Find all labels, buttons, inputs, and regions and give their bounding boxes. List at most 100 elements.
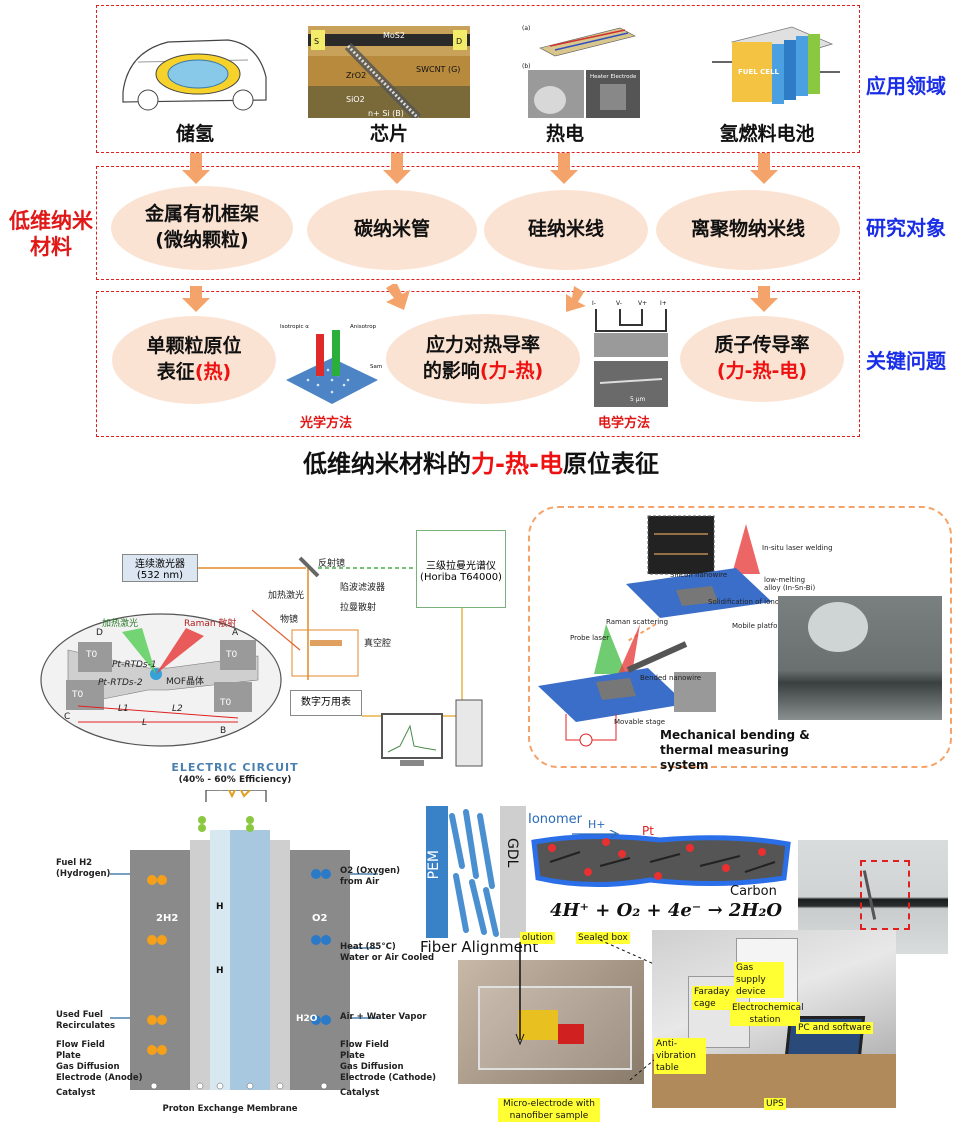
application-row-box	[96, 5, 860, 153]
computer-image	[381, 699, 483, 767]
pem-label: PEM	[426, 850, 442, 880]
laser-box: 连续激光器(532 nm)	[122, 554, 198, 582]
fc-h-label-2: H	[216, 966, 224, 976]
fc-h-label-1: H	[216, 902, 224, 912]
bending-label-nanowire: Silicon nanowire	[670, 571, 728, 579]
optical-method-image: Isotropic α Anisotrop Sam	[280, 324, 382, 404]
bending-label-raman: Raman scattering	[606, 618, 669, 626]
svg-text:Sam: Sam	[370, 364, 382, 370]
key-issue-row-box	[96, 291, 860, 437]
bending-photo	[778, 596, 942, 720]
electrical-method-image: I- V- V+ I+ 5 μm	[590, 297, 672, 409]
label-faraday: Faraday cage	[692, 986, 736, 1010]
research-row-box	[96, 166, 860, 280]
circuit-efficiency: (40% - 60% Efficiency)	[178, 775, 292, 785]
research-object-mof: 金属有机框架(微纳颗粒)	[111, 186, 293, 270]
application-label-fuel-cell: 氢燃料电池	[719, 123, 815, 145]
svg-text:Anisotrop: Anisotrop	[350, 324, 377, 330]
key-issue-single-particle: 单颗粒原位表征(热)	[112, 316, 276, 404]
circuit-title: ELECTRIC CIRCUIT	[171, 761, 299, 774]
sample-disk-image	[40, 613, 282, 747]
fuel-cell-diagram	[110, 790, 378, 1090]
label-anti-vibration: Anti-vibration table	[654, 1038, 706, 1074]
t0-label-1: T0	[86, 650, 98, 660]
rtd1-label: Pt-RTDs-1	[112, 660, 157, 670]
carbon-label: Carbon	[730, 884, 777, 899]
pt-label: Pt	[642, 824, 654, 838]
multimeter-box: 数字万用表	[290, 690, 362, 716]
thermoelectric-image: (a) (b) Heater Electrode	[522, 25, 640, 118]
bending-label-probe: Probe laser	[570, 634, 610, 642]
bending-label-alloy: low-melting alloy (In-Sn-Bi)	[764, 576, 816, 592]
label-gas-supply: Gas supply device	[734, 962, 784, 998]
corner-a-label: A	[232, 628, 239, 638]
fc-bottom-label: Proton Exchange Membrane	[162, 1104, 298, 1114]
corner-b-label: B	[220, 726, 227, 736]
l-label: L	[142, 718, 148, 728]
svg-text:Heater Electrode: Heater Electrode	[590, 74, 637, 80]
reaction-equation: 4H⁺ + O₂ + 4e⁻ → 2H₂O	[550, 900, 783, 921]
mof-label: MOF晶体	[166, 677, 205, 687]
ionomer-label: Ionomer	[528, 812, 582, 827]
ionomer-fiber-image	[531, 833, 791, 888]
svg-text:n+ Si (B): n+ Si (B)	[368, 109, 404, 118]
svg-text:SiO2: SiO2	[346, 95, 365, 104]
svg-text:5 μm: 5 μm	[630, 396, 646, 403]
flow-arrows-row1	[182, 153, 778, 184]
t0-label-3: T0	[72, 690, 84, 700]
photo-connectors	[515, 939, 655, 1081]
row-label-application: 应用领域	[866, 74, 946, 98]
flow-arrows-row2	[182, 284, 778, 312]
filter-label: 陷波滤波器	[340, 583, 386, 593]
side-label: 低维纳米 材料	[9, 209, 93, 259]
fiber-alignment-image	[426, 806, 526, 938]
bending-label-stage: Movable stage	[614, 718, 666, 726]
fc-right-label-heat: Heat (85°C)Water or Air Cooled	[340, 942, 435, 963]
fiber-alignment-label: Fiber Alignment	[420, 938, 539, 956]
row-label-key-issue: 关键问题	[866, 349, 946, 373]
t0-label-4: T0	[220, 698, 232, 708]
svg-text:SWCNT (G): SWCNT (G)	[416, 65, 460, 74]
research-object-cnt: 碳纳米管	[307, 190, 477, 270]
label-solution: olution	[520, 932, 555, 944]
main-title: 低维纳米材料的力-热-电原位表征	[303, 450, 659, 478]
bending-label-ionomer: Solidification of ionomer	[708, 598, 794, 606]
label-sealed-box: Sealed box	[576, 932, 630, 944]
research-object-sinw: 硅纳米线	[484, 190, 648, 270]
sealed-box-photo	[458, 960, 644, 1084]
chip-cnt-image: MoS2 ZrO2 SiO2 SWCNT (G) n+ Si (B) S D	[308, 26, 470, 118]
hydrogen-storage-car-image	[122, 39, 267, 111]
corner-d-label: D	[96, 628, 103, 638]
application-label-thermoelectric: 热电	[545, 123, 584, 145]
bending-system-box	[528, 506, 952, 768]
fc-left-label-catalyst: Catalyst	[56, 1088, 96, 1098]
key-issue-proton: 质子传导率(力-热-电)	[680, 316, 844, 402]
gdl-label: GDL	[504, 838, 520, 868]
svg-text:D: D	[456, 37, 462, 46]
method-label-electrical: 电学方法	[598, 416, 651, 431]
bending-caption: Mechanical bending & thermal measuring s…	[660, 728, 810, 772]
bending-setup-image	[538, 515, 772, 747]
svg-text:S: S	[314, 37, 319, 46]
corner-c-label: C	[64, 712, 71, 722]
label-electrochemical: Electrochemical station	[730, 1002, 804, 1026]
fc-h2o-label: H2O	[296, 1014, 318, 1024]
bending-label-bended: Bended nanowire	[640, 674, 702, 682]
hplus-label: H+	[588, 818, 606, 831]
row-label-research: 研究对象	[866, 216, 946, 240]
application-label-hydrogen-storage: 储氢	[175, 123, 214, 145]
l2-label: L2	[172, 704, 183, 714]
fc-left-label-fuel: Fuel H2(Hydrogen)	[56, 858, 111, 879]
label-ups: UPS	[764, 1098, 786, 1110]
method-label-optical: 光学方法	[300, 416, 353, 431]
fc-right-label-o2: O2 (Oxygen)from Air	[340, 866, 401, 887]
svg-text:ZrO2: ZrO2	[346, 71, 366, 80]
t0-label-2: T0	[226, 650, 238, 660]
svg-text:V-: V-	[616, 300, 622, 307]
svg-text:MoS2: MoS2	[383, 31, 405, 40]
